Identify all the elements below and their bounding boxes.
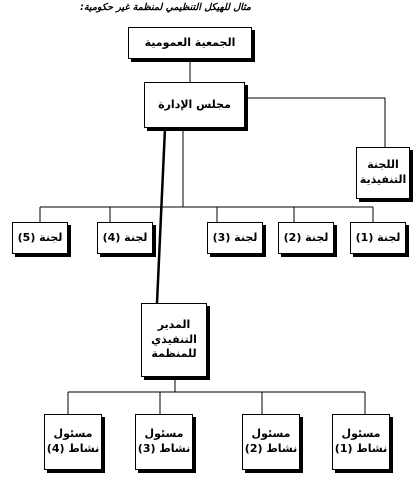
committee-2-box: لجنة (2)	[278, 222, 334, 254]
committee-5-box: لجنة (5)	[12, 222, 68, 254]
committee-3-box: لجنة (3)	[207, 222, 263, 254]
activity-head-1-box: مسئول نشاط (1)	[332, 414, 390, 470]
activity-head-4-box: مسئول نشاط (4)	[44, 414, 102, 470]
executive-committee-box: اللجنة التنفيذية	[356, 147, 410, 199]
board-box: مجلس الإدارة	[144, 82, 245, 128]
connector-board-director	[155, 127, 167, 304]
general-assembly-box: الجمعية العمومية	[128, 27, 252, 59]
committee-4-box: لجنة (4)	[97, 222, 153, 254]
connector-board-executive	[245, 97, 386, 147]
diagram-title: مثال للهيكل التنظيمي لمنظمة غير حكومية:	[80, 2, 251, 13]
activity-head-3-box: مسئول نشاط (3)	[135, 414, 193, 470]
committee-1-box: لجنة (1)	[350, 222, 406, 254]
executive-director-box: المدير التنفيذي للمنظمة	[141, 303, 207, 377]
activity-head-2-box: مسئول نشاط (2)	[242, 414, 300, 470]
